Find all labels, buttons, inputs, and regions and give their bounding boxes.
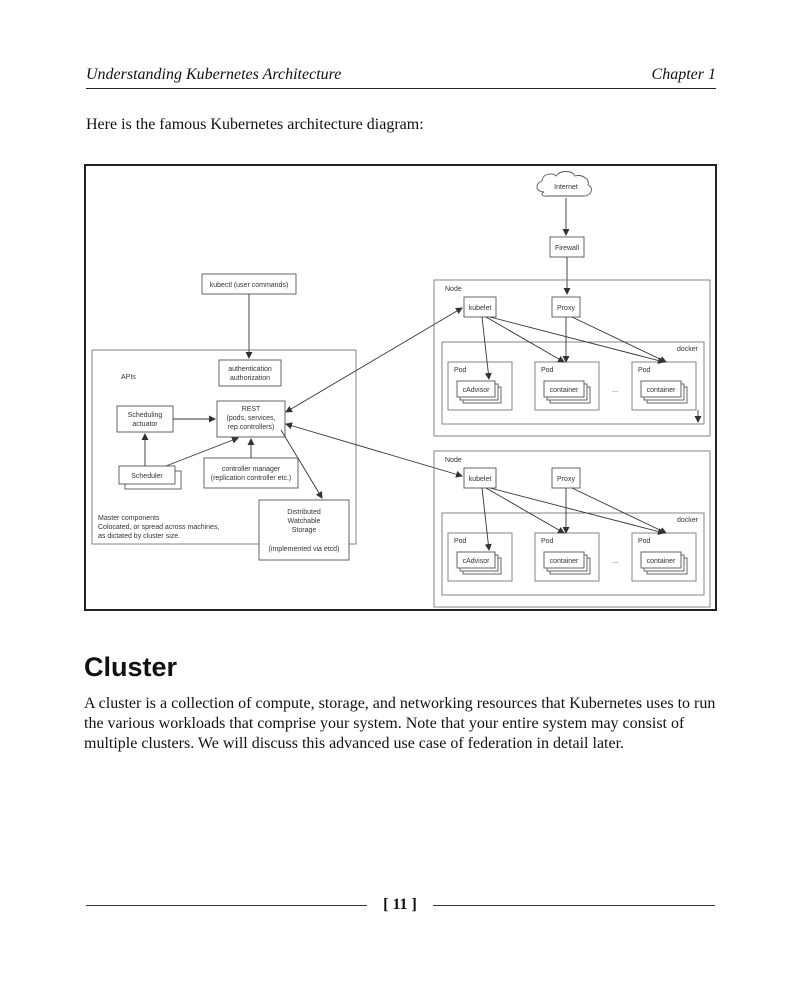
node-1-container: [433, 279, 711, 437]
internet-cloud: [536, 171, 592, 197]
storage-box: [258, 499, 350, 561]
node-2-pod-1-content: cAdvisor: [463, 558, 491, 565]
scheduling-label-1: Scheduling: [128, 412, 163, 419]
node-1-docker-label: docker: [677, 346, 699, 353]
rest-box: [216, 400, 286, 438]
controller-manager-box: [203, 457, 299, 489]
intro-text: Here is the famous Kubernetes architectu…: [86, 116, 424, 133]
node-2-kubelet-box: [463, 467, 497, 489]
node-1-label: Node: [445, 286, 462, 293]
auth-label-1: authentication: [228, 366, 272, 373]
storage-label-4: (implemented via etcd): [269, 546, 340, 553]
node-1-kubelet-box: [463, 296, 497, 318]
body-paragraph: A cluster is a collection of compute, st…: [84, 695, 716, 752]
node-2-ellipsis: ...: [612, 558, 618, 565]
running-header: Understanding Kubernetes Architecture Ch…: [86, 64, 716, 89]
node-1-pod-1-content: cAdvisor: [463, 387, 491, 394]
auth-label-2: authorization: [230, 375, 270, 382]
scheduler-box: [118, 465, 176, 485]
apis-label: APIs: [121, 374, 136, 381]
rest-label-3: rep.controllers): [228, 424, 275, 431]
node-2-container: [433, 450, 711, 608]
master-note-2: Colocated, or spread across machines,: [98, 524, 219, 531]
cm-label-1: controller manager: [222, 466, 281, 473]
footer-rule-left: [86, 905, 367, 906]
node-2-proxy-label: Proxy: [557, 476, 575, 483]
node-2-pod-3-content: container: [647, 558, 676, 565]
node-2-pod-1-label: Pod: [454, 538, 467, 545]
node-1-docker-container: [441, 341, 705, 425]
header-title: Understanding Kubernetes Architecture: [86, 66, 342, 83]
node-1-pod-1: [447, 361, 513, 411]
node-1-kubelet-label: kubelet: [469, 305, 492, 312]
kubectl-label: kubectl (user commands): [210, 282, 289, 289]
node-2-pod-2-label: Pod: [541, 538, 554, 545]
node-1-pod-2-label: Pod: [541, 367, 554, 374]
master-note-1: Master components: [98, 515, 160, 522]
firewall-label: Firewall: [555, 245, 580, 252]
scheduling-actuator-box: [116, 405, 174, 433]
node-1-pod-2-content: container: [550, 387, 579, 394]
footer-rule-right: [433, 905, 715, 906]
node-2-pod-3-label: Pod: [638, 538, 651, 545]
cm-label-2: (replication controller etc.): [211, 475, 292, 482]
node-2-label: Node: [445, 457, 462, 464]
node-1-pod-3-content: container: [647, 387, 676, 394]
node-1-pod-3-label: Pod: [638, 367, 651, 374]
internet-label: Internet: [554, 184, 578, 191]
page-number: [ 11 ]: [383, 896, 417, 913]
header-chapter: Chapter 1: [651, 66, 716, 83]
node-2-pod-2-content: container: [550, 558, 579, 565]
node-2-docker-container: [441, 512, 705, 596]
master-note-3: as dictated by cluster size.: [98, 533, 180, 540]
scheduling-label-2: actuator: [132, 421, 158, 428]
node-2-pod-1: [447, 532, 513, 582]
node-1-proxy-label: Proxy: [557, 305, 575, 312]
rest-label-1: REST: [242, 406, 261, 413]
auth-box: [218, 359, 282, 387]
rest-label-2: (pods, services,: [226, 415, 275, 422]
kubernetes-architecture-diagram: Internet Firewall kubectl (user commands…: [84, 164, 717, 611]
scheduler-label: Scheduler: [131, 473, 163, 480]
node-1-pod-1-label: Pod: [454, 367, 467, 374]
storage-label-1: Distributed: [287, 509, 321, 516]
storage-label-3: Storage: [292, 527, 317, 534]
storage-label-2: Watchable: [288, 518, 321, 525]
node-1-ellipsis: ...: [612, 387, 618, 394]
node-2-kubelet-label: kubelet: [469, 476, 492, 483]
section-title: Cluster: [84, 652, 178, 682]
node-2-docker-label: docker: [677, 517, 699, 524]
